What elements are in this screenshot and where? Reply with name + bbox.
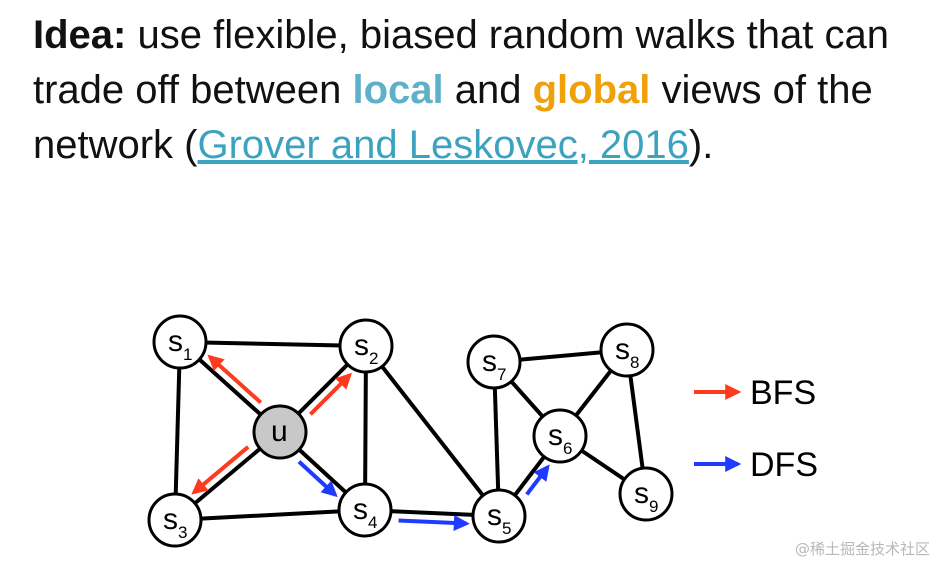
idea-text-2: and bbox=[443, 68, 533, 112]
walk-arrows bbox=[191, 354, 550, 531]
legend-label-bfs: BFS bbox=[750, 374, 816, 412]
idea-text-1: use flexible, biased random walks that c… bbox=[33, 13, 889, 112]
node-circle-s6 bbox=[532, 408, 588, 464]
node-label-s2: s2 bbox=[354, 329, 378, 368]
node-label-s5: s5 bbox=[487, 499, 511, 538]
dfs-arrow-s4-s5 bbox=[398, 514, 470, 531]
node-s9: s9 bbox=[618, 466, 674, 522]
legend-item-dfs: DFS bbox=[694, 446, 818, 484]
edge-s1-s3 bbox=[173, 341, 182, 521]
dfs-arrow-u-s4 bbox=[297, 460, 338, 498]
node-label-s3: s3 bbox=[163, 503, 187, 542]
idea-text-3: views of the network ( bbox=[33, 68, 873, 167]
bfs-arrow-u-s2 bbox=[308, 372, 352, 416]
edge-s2-s5 bbox=[364, 344, 501, 518]
dfs-arrow-s5-s6 bbox=[525, 464, 550, 496]
node-label-s9: s9 bbox=[634, 477, 658, 516]
legend-item-bfs: BFS bbox=[694, 374, 816, 412]
legend-label-dfs: DFS bbox=[750, 446, 818, 484]
node-s2: s2 bbox=[338, 318, 394, 374]
node-s1: s1 bbox=[152, 314, 208, 370]
local-keyword: local bbox=[352, 68, 444, 112]
node-label-s8: s8 bbox=[615, 333, 639, 372]
node-s8: s8 bbox=[599, 322, 655, 378]
node-label-s4: s4 bbox=[353, 493, 377, 532]
node-circle-s3 bbox=[147, 492, 203, 548]
node-s6: s6 bbox=[532, 408, 588, 464]
node-s5: s5 bbox=[471, 488, 527, 544]
edge-s3-s4 bbox=[174, 508, 366, 522]
idea-label: Idea: bbox=[33, 13, 127, 57]
node-circle-u bbox=[252, 404, 308, 460]
node-u: u bbox=[252, 404, 308, 460]
idea-text-4: ). bbox=[688, 123, 714, 167]
node-circle-s9 bbox=[618, 466, 674, 522]
bfs-arrow-u-s1 bbox=[207, 354, 263, 405]
node-label-s1: s1 bbox=[168, 325, 192, 364]
node-circle-s5 bbox=[471, 488, 527, 544]
node-circle-s8 bbox=[599, 322, 655, 378]
node-circle-s2 bbox=[338, 318, 394, 374]
edge-s1-s2 bbox=[179, 340, 367, 348]
node-label-s7: s7 bbox=[482, 345, 506, 384]
legend: BFS DFS bbox=[694, 374, 818, 484]
watermark: @稀土掘金技术社区 bbox=[794, 540, 930, 558]
node-s7: s7 bbox=[466, 334, 522, 390]
global-keyword: global bbox=[532, 68, 651, 112]
idea-paragraph: Idea: use flexible, biased random walks … bbox=[33, 8, 923, 173]
node-label-s6: s6 bbox=[548, 419, 572, 458]
nodes: s1 s2 u s3 s4 s5 s6 s7 s8 s9 bbox=[147, 314, 674, 548]
node-circle-s7 bbox=[466, 334, 522, 390]
node-label-u: u bbox=[271, 415, 288, 448]
citation-link[interactable]: Grover and Leskovec, 2016 bbox=[197, 123, 689, 167]
node-circle-s4 bbox=[337, 482, 393, 538]
node-s4: s4 bbox=[337, 482, 393, 538]
node-s3: s3 bbox=[147, 492, 203, 548]
bfs-arrow-u-s3 bbox=[191, 445, 250, 495]
node-circle-s1 bbox=[152, 314, 208, 370]
